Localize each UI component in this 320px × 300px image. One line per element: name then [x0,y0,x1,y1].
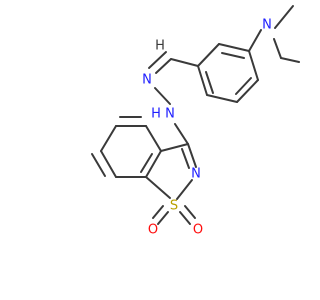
bond [205,71,214,94]
atom-n-ring: N [191,167,201,182]
atom-h-hydrazone: H [151,107,161,122]
bond [280,57,300,63]
bond [248,29,262,52]
bond [140,153,153,173]
atom-o-left: O [148,223,158,238]
bond [145,150,162,178]
bond [154,87,171,105]
bond [235,77,252,95]
bond [100,150,117,178]
bond [155,58,172,74]
bond [248,50,259,81]
bond [197,65,208,96]
bond [218,43,250,52]
bond [91,153,106,177]
bond [179,211,191,225]
bond [221,52,245,59]
bond [148,51,167,69]
bond [274,5,294,29]
bond [236,79,259,103]
bond [160,143,189,152]
bond [181,148,190,169]
atom-s-ring: S [170,199,178,214]
bond [206,94,238,103]
bond [170,58,199,67]
bond [197,43,220,67]
bond [100,125,117,152]
bonds [91,5,300,225]
bond [152,205,164,219]
bond [174,123,189,145]
bond [176,179,193,200]
bond [145,125,162,152]
bond [187,143,197,168]
atom-n-hydrazone: N [165,107,175,122]
atom-labels: N N N H H N S O O [142,18,272,238]
bond [145,176,171,199]
bond [273,38,282,59]
bond [184,205,196,219]
molecule-structure: N N N H H N S O O [91,5,300,238]
atom-n-imine: N [142,73,152,88]
atom-h-imine: H [155,39,165,54]
bond [157,211,169,225]
atom-o-right: O [193,223,203,238]
atom-n-diethylamino: N [262,18,272,33]
